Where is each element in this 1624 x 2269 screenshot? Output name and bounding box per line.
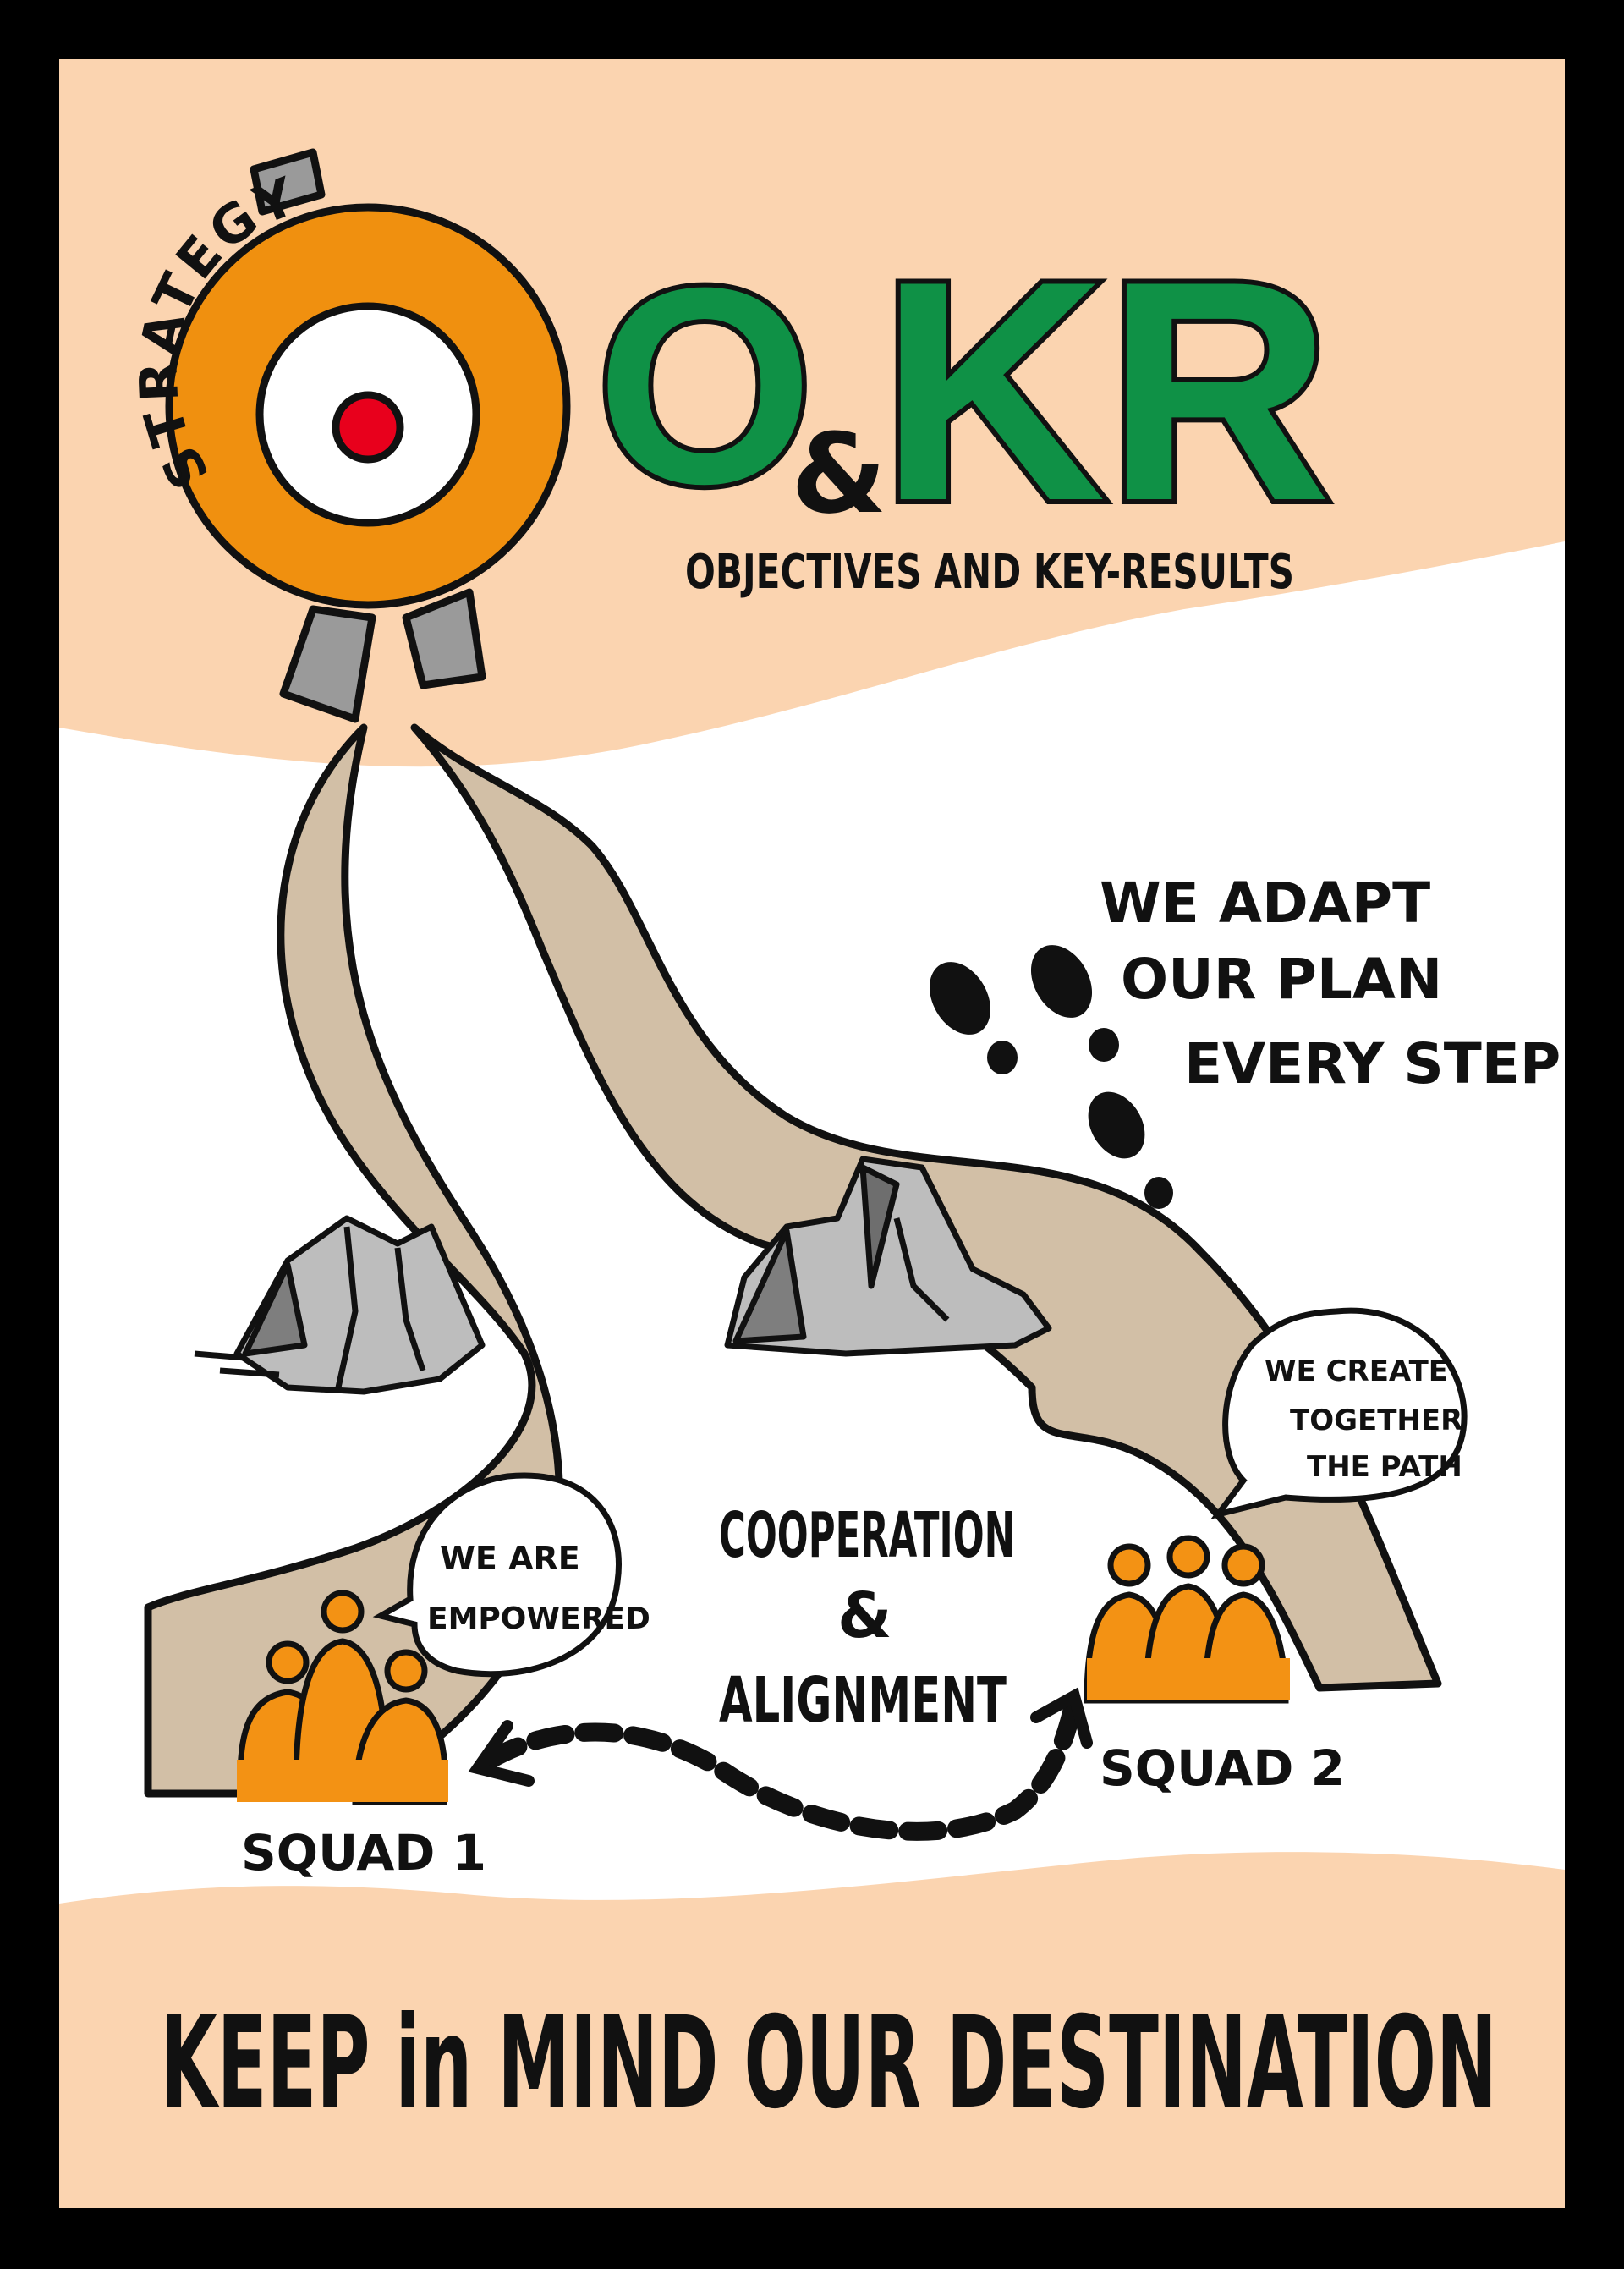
cooperation-line-2: & (837, 1580, 892, 1652)
title-letter-o: O (596, 229, 814, 541)
create-line-1: WE CREATE (1265, 1354, 1448, 1388)
title-ampersand: & (791, 409, 886, 538)
empowered-line-1: WE ARE (440, 1540, 580, 1577)
title-block: O & KR OBJECTIVES AND KEY-RESULTS (591, 212, 1336, 600)
rock-icon (724, 1156, 1052, 1357)
speech-bubble-icon (1210, 1307, 1468, 1519)
footer-slogan: KEEP in MIND OUR DESTINATION (161, 1990, 1497, 2137)
badge-ribbon-top (250, 148, 326, 216)
empowered-line-2: EMPOWERED (427, 1601, 650, 1636)
rock-right (724, 1156, 1052, 1357)
squad-2-label: SQUAD 2 (1100, 1739, 1345, 1797)
squad-1-label: SQUAD 1 (241, 1824, 486, 1882)
cooperation-line-3: ALIGNMENT (719, 1664, 1007, 1737)
squad-2: SQUAD 2 (1084, 1535, 1345, 1797)
create-line-3: THE PATH (1307, 1450, 1462, 1484)
create-bubble: WE CREATE TOGETHER THE PATH (1210, 1307, 1468, 1519)
create-line-2: TOGETHER (1290, 1404, 1462, 1437)
cooperation-note: COOPERATION & ALIGNMENT (719, 1499, 1015, 1737)
empowered-bubble: WE ARE EMPOWERED (372, 1472, 650, 1678)
cooperation-line-1: COOPERATION (719, 1499, 1015, 1572)
strategy-badge: STRATEGY (127, 148, 571, 723)
footprints-icon (929, 945, 1173, 1209)
rock-left (194, 1215, 486, 1395)
squad-1: SQUAD 1 (237, 1590, 486, 1882)
title-subtitle: OBJECTIVES AND KEY-RESULTS (685, 545, 1294, 600)
adapt-line-2: OUR PLAN (1121, 947, 1442, 1012)
adapt-note: WE ADAPT OUR PLAN EVERY STEP (1100, 871, 1561, 1096)
badge-ribbon-left (279, 605, 376, 723)
speech-bubble-icon (372, 1472, 622, 1678)
adapt-line-1: WE ADAPT (1100, 871, 1430, 936)
badge-ribbon-right (402, 588, 486, 689)
double-arrow-icon (468, 1687, 1093, 1841)
title-letters-kr: KR (880, 217, 1331, 566)
adapt-line-3: EVERY STEP (1184, 1031, 1561, 1096)
